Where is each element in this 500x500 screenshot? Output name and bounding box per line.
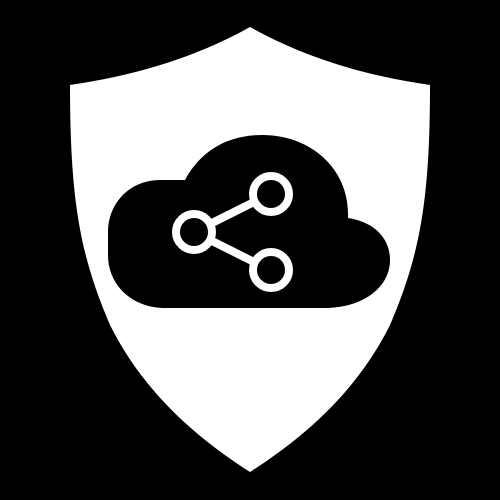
share-icon xyxy=(172,172,293,292)
cloud-icon xyxy=(108,135,390,308)
share-node-top xyxy=(249,172,293,216)
share-node-left xyxy=(172,210,216,254)
share-node-bottom xyxy=(249,248,293,292)
